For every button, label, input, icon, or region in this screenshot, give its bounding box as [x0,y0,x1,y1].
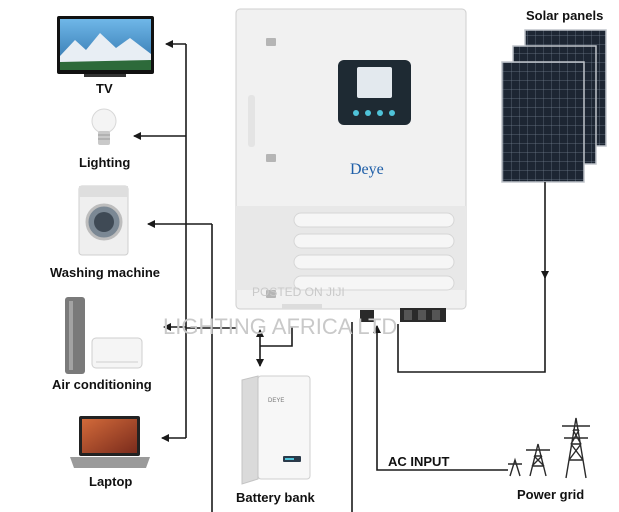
light-bulb-icon [91,108,117,145]
solar-feed-line [397,182,549,373]
air-conditioning-label: Air conditioning [52,377,152,392]
tv-icon [57,16,154,77]
inverter-unit [235,8,467,310]
battery-brand: DEYE [268,398,285,404]
laptop-icon [70,416,150,468]
tv-label: TV [96,81,113,96]
washing-machine-label: Washing machine [50,265,161,280]
laptop-label: Laptop [89,474,133,489]
watermark-posted: POSTED ON JIJI [252,285,345,299]
battery-bank-icon [241,375,311,485]
ac-input-label: AC INPUT [388,454,450,469]
inverter-display [338,60,411,125]
washing-machine-icon [78,185,129,256]
inverter-brand: Deye [350,161,384,178]
power-grid-icon [508,417,590,479]
air-conditioner-icon [65,297,143,374]
lighting-label: Lighting [79,155,131,170]
battery-bank-label: Battery bank [236,490,315,505]
watermark-company: LIGHTING AFRICA LTD [163,314,398,339]
solar-panels-icon [501,29,607,183]
battery-link-line [256,326,293,367]
washing-machine-feed-line [147,220,213,512]
load-bus-line [133,40,187,442]
inverter-terminals [282,304,446,322]
grid-feed-line [373,325,508,471]
solar-panels-label: Solar panels [526,8,604,23]
power-grid-label: Power grid [517,487,585,502]
